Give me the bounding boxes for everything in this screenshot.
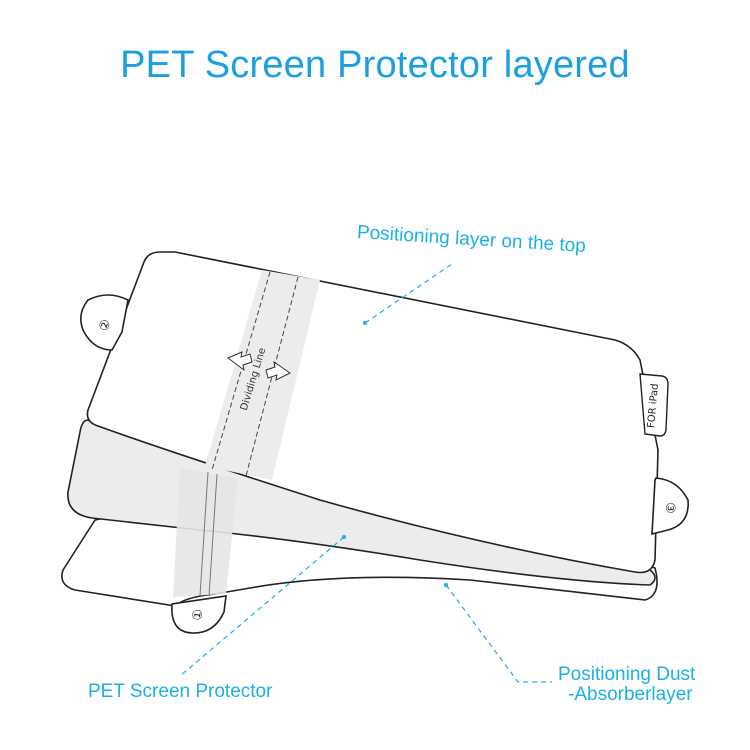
tab-1-number: ① — [190, 608, 207, 622]
arrow-right-icon — [265, 360, 291, 381]
tab-3: ③ — [651, 477, 689, 536]
dust-layer-label-line1: Positioning Dust — [558, 664, 696, 685]
divider-strip-top — [205, 270, 320, 480]
tab-3-number: ③ — [662, 502, 677, 514]
top-positioning-layer — [86, 251, 659, 574]
pet-layer-label: PET Screen Protector — [88, 681, 273, 702]
brand-tab-label: FOR iPad — [646, 383, 661, 428]
callout-pet-leader — [179, 535, 346, 677]
tab-2-number: ② — [97, 318, 115, 333]
page-title: PET Screen Protector layered — [120, 44, 630, 86]
dust-layer-label-line2: -Absorberlayer — [568, 684, 693, 705]
callout-dust-leader — [444, 583, 552, 683]
callout-top-leader — [363, 263, 453, 325]
brand-tab: FOR iPad — [639, 373, 669, 437]
tab-1: ① — [171, 595, 227, 634]
divider-strip-lower — [173, 468, 238, 597]
arrow-left-icon — [227, 351, 253, 372]
tab-2: ② — [80, 294, 129, 351]
